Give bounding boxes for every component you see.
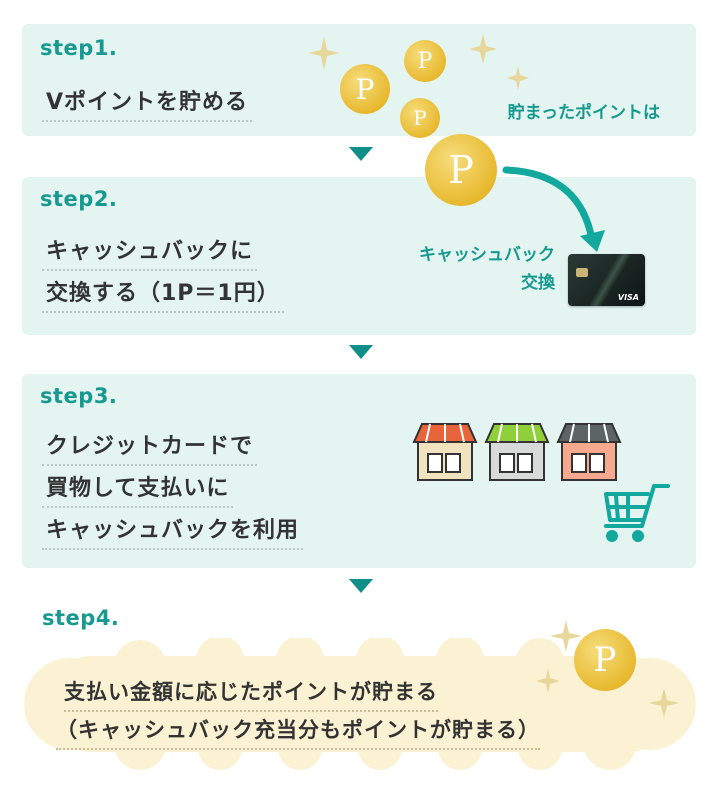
step3-label: step3. bbox=[40, 384, 118, 408]
sparkle-icon bbox=[550, 620, 582, 652]
point-coin-icon: P bbox=[574, 629, 636, 691]
point-coin-icon: P bbox=[425, 134, 497, 206]
exchange-text-line1: キャッシュバック bbox=[419, 245, 555, 265]
down-arrow-icon bbox=[349, 345, 373, 359]
sparkle-icon bbox=[507, 66, 529, 90]
exchange-arrow bbox=[502, 166, 596, 244]
point-coin-icon: P bbox=[400, 98, 440, 138]
step3-text-line3: キャッシュバックを利用 bbox=[42, 512, 304, 550]
sparkle-icon bbox=[536, 668, 560, 694]
point-coin-icon: P bbox=[404, 40, 446, 82]
point-coin-icon: P bbox=[340, 64, 390, 114]
step2-text-line2: 交換する（1P＝1円） bbox=[42, 275, 284, 313]
step4-text-line2: （キャッシュバック充当分もポイントが貯まる） bbox=[56, 714, 540, 750]
down-arrow-icon bbox=[349, 147, 373, 161]
step1-label: step1. bbox=[40, 36, 118, 60]
step3-text-line1: クレジットカードで bbox=[42, 428, 258, 466]
step4-label: step4. bbox=[42, 606, 120, 630]
step4-text-line1: 支払い金額に応じたポイントが貯まる bbox=[64, 676, 438, 712]
shopping-cart-icon bbox=[604, 484, 670, 542]
card-brand-label: VISA bbox=[617, 293, 639, 302]
step1-text: Vポイントを貯める bbox=[42, 84, 253, 122]
step2-text-line1: キャッシュバックに bbox=[42, 233, 258, 271]
step3-panel: step3. クレジットカードで 買物して支払いに キャッシュバックを利用 bbox=[22, 374, 696, 568]
saved-points-text: 貯まったポイントは bbox=[507, 103, 660, 123]
step4-cloud-shape bbox=[24, 638, 696, 770]
sparkle-icon bbox=[469, 34, 497, 64]
credit-card-image: VISA bbox=[568, 254, 645, 306]
step3-text-line2: 買物して支払いに bbox=[42, 470, 234, 508]
sparkle-icon bbox=[649, 688, 679, 718]
shops-illustration bbox=[412, 423, 670, 542]
card-chip-icon bbox=[576, 268, 588, 277]
arrow-head-icon bbox=[580, 230, 605, 252]
step2-label: step2. bbox=[40, 187, 118, 211]
exchange-text-line2: 交換 bbox=[521, 273, 555, 293]
down-arrow-icon bbox=[349, 579, 373, 593]
shop-icon bbox=[556, 423, 622, 481]
shop-icon bbox=[412, 423, 478, 481]
sparkle-icon bbox=[308, 36, 340, 70]
shop-icon bbox=[484, 423, 550, 481]
